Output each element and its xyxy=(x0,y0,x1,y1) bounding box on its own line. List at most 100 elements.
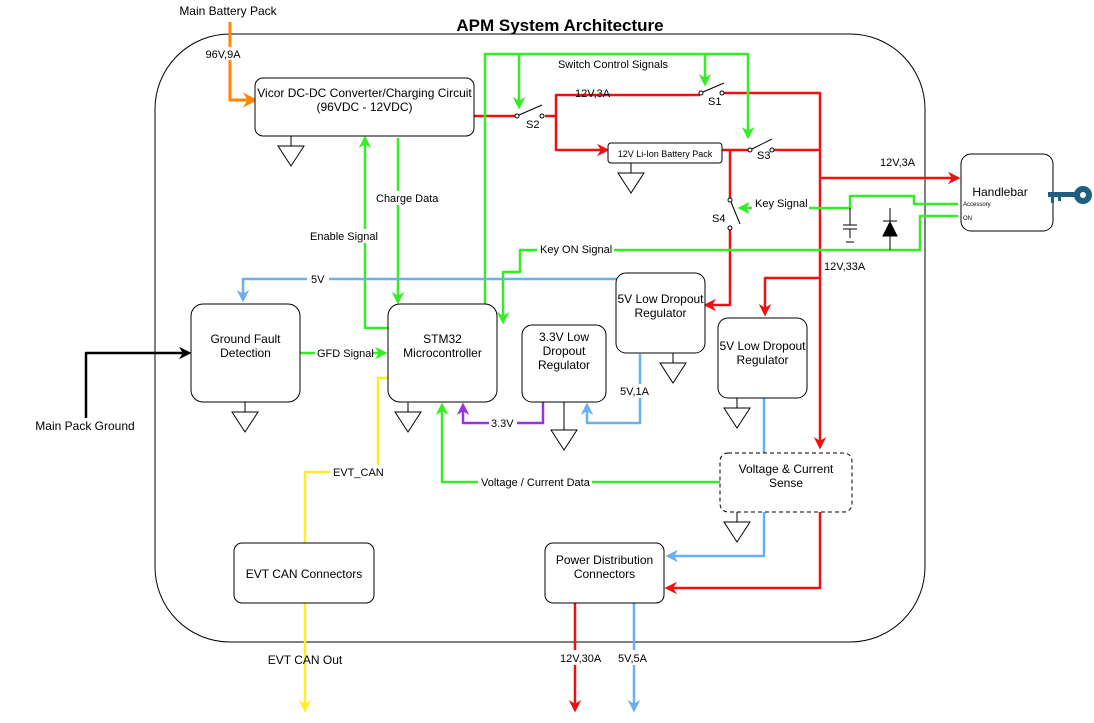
block-text-line: Voltage & Current xyxy=(739,462,834,476)
v3-3-label: 3.3V xyxy=(491,418,514,430)
block-text-line: STM32 xyxy=(423,332,462,346)
ground-ldo-5v-b xyxy=(723,398,751,429)
switch-s3-label: S3 xyxy=(757,150,770,162)
key-on-signal-label: Key ON Signal xyxy=(540,244,612,256)
handlebar-accessory-label: Accessory xyxy=(963,202,991,208)
wire-5v-to-gfd xyxy=(236,277,645,303)
liion-label: 12V Li-Ion Battery Pack xyxy=(618,149,713,159)
block-text-line: Regulator xyxy=(538,358,590,372)
gfd-signal-label: GFD Signal xyxy=(317,348,374,360)
pdc-block xyxy=(544,542,665,604)
block-text-line: Vicor DC-DC Converter/Charging Circuit xyxy=(257,86,472,100)
wire-s2-to-liion xyxy=(554,116,610,157)
wire-key-on xyxy=(496,214,958,325)
block-text-line: Handlebar xyxy=(972,185,1027,199)
switch-s1-label: S1 xyxy=(708,96,721,108)
block-text-line: EVT CAN Connectors xyxy=(246,567,363,581)
diagram-title: APM System Architecture xyxy=(456,16,663,35)
diode-symbol xyxy=(882,208,898,250)
liion-block xyxy=(607,142,723,164)
ground-vcs xyxy=(723,512,751,543)
voltage-current-data-label: Voltage / Current Data xyxy=(481,477,591,489)
wire-vcs-5v-to-pdc xyxy=(665,512,766,563)
battery-rating-label: 96V,9A xyxy=(205,49,241,61)
ground-gfd xyxy=(231,402,259,433)
switch-s2 xyxy=(514,104,545,119)
v12-3a-top-label: 12V,3A xyxy=(575,88,611,100)
out-5v-label: 5V,5A xyxy=(618,653,648,665)
switch-s4-label: S4 xyxy=(712,213,725,225)
wire-evt-can xyxy=(303,376,388,543)
evt-can-label: EVT_CAN xyxy=(333,467,384,479)
v5-label: 5V xyxy=(311,274,325,286)
block-text-line: Connectors xyxy=(574,567,635,581)
ground-ldo-3v3 xyxy=(550,402,578,451)
block-text-line: Sense xyxy=(769,476,803,490)
block-text-line: Ground Fault xyxy=(210,332,281,346)
ground-symbols xyxy=(231,136,751,543)
block-text-line: 5V Low Dropout xyxy=(719,339,806,353)
v12-3a-handlebar-label: 12V,3A xyxy=(880,157,916,169)
out-12v-label: 12V,30A xyxy=(560,653,602,665)
blocks: Vicor DC-DC Converter/Charging Circuit(9… xyxy=(190,77,1054,604)
labels: Main Battery Pack 96V,9A Main Pack Groun… xyxy=(35,4,915,667)
switch-control-label: Switch Control Signals xyxy=(558,59,669,71)
wire-key-signal xyxy=(737,194,958,215)
block-text-line: 5V Low Dropout xyxy=(617,292,704,306)
switch-s2-label: S2 xyxy=(526,119,539,131)
ground-liion xyxy=(617,163,645,194)
switch-s4 xyxy=(727,197,741,231)
wire-voltage-current-data xyxy=(435,402,720,484)
system-boundary xyxy=(154,33,926,643)
charge-data-label: Charge Data xyxy=(376,193,439,205)
block-text-line: Regulator xyxy=(634,306,686,320)
block-text-line: Power Distribution xyxy=(556,553,653,567)
ldo-5v-a-block xyxy=(615,272,706,354)
block-text-line: Regulator xyxy=(736,353,788,367)
vicor-label: Vicor DC-DC Converter/Charging Circuit(9… xyxy=(257,86,472,114)
wire-enable-signal xyxy=(358,135,388,330)
vcs-block xyxy=(719,452,853,513)
wire-s4-to-ldo5a xyxy=(703,230,732,312)
wire-switch-control-bus xyxy=(483,52,755,305)
key-icon xyxy=(1048,186,1092,204)
can-connectors-block xyxy=(233,542,375,604)
key-signal-label: Key Signal xyxy=(755,198,808,210)
wire-bus-to-ldo5b xyxy=(758,276,820,317)
ldo-5v-b-block xyxy=(717,317,808,399)
handlebar-on-label: ON xyxy=(963,216,972,222)
ground-ldo-5v-a xyxy=(659,353,687,384)
block-text-line: Detection xyxy=(220,346,271,360)
block-text-line: 3.3V Low xyxy=(539,330,589,344)
block-text-line: 12V Li-Ion Battery Pack xyxy=(618,149,713,159)
wire-s1-to-bus xyxy=(723,91,827,450)
switch-s3 xyxy=(747,138,775,153)
ground-stm32 xyxy=(394,402,422,433)
v12-33a-label: 12V,33A xyxy=(824,261,866,273)
wire-s2-to-s1 xyxy=(545,93,700,118)
wire-pack-ground xyxy=(84,346,192,418)
block-text-line: Microcontroller xyxy=(403,346,482,360)
wire-vcs-to-pdc xyxy=(664,512,822,595)
block-text-line: (96VDC - 12VDC) xyxy=(316,100,412,114)
switch-s1 xyxy=(698,82,725,96)
vicor-block xyxy=(254,77,475,137)
main-battery-pack-label: Main Battery Pack xyxy=(179,4,277,18)
ground-vicor xyxy=(277,136,305,167)
handlebar-label: Handlebar xyxy=(972,185,1027,199)
stm32-block xyxy=(387,303,498,403)
main-pack-ground-label: Main Pack Ground xyxy=(35,419,134,433)
v5-1a-label: 5V,1A xyxy=(620,386,650,398)
capacitor-symbol xyxy=(843,208,857,243)
switches xyxy=(514,82,775,231)
enable-signal-label: Enable Signal xyxy=(310,231,378,243)
evt-can-out-label: EVT CAN Out xyxy=(268,653,343,667)
